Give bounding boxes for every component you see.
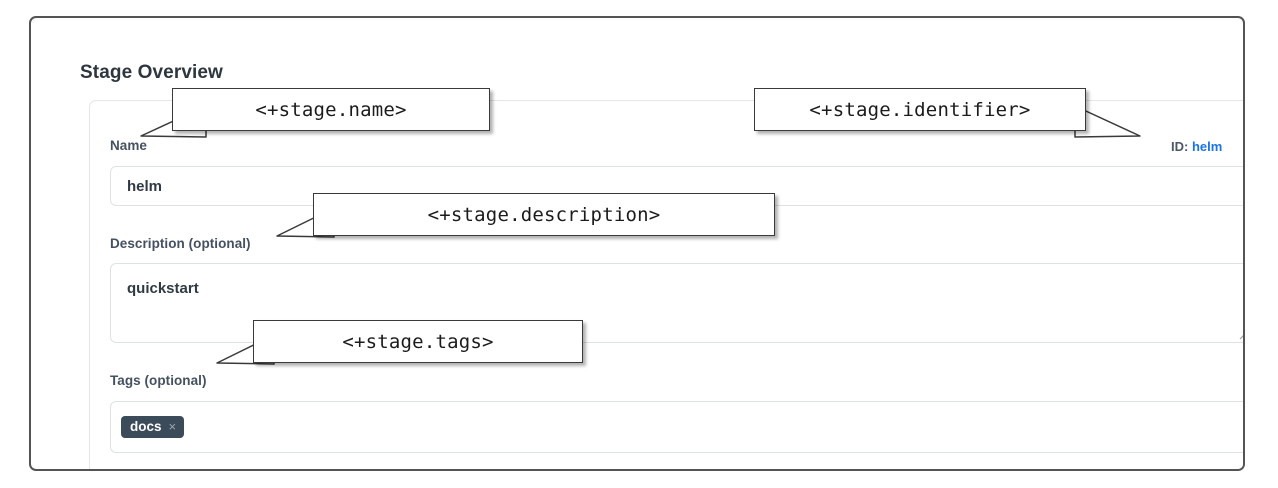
stage-identifier: ID: helm	[1171, 139, 1222, 154]
annotated-figure-frame: Stage Overview Name ID: helm Description…	[29, 16, 1245, 471]
identifier-prefix: ID:	[1171, 139, 1189, 154]
callout-stage-description-text: <+stage.description>	[427, 203, 661, 226]
callout-stage-name-text: <+stage.name>	[255, 98, 407, 121]
callout-stage-identifier-text: <+stage.identifier>	[809, 98, 1031, 121]
callout-stage-description: <+stage.description>	[313, 193, 775, 236]
callout-stage-name: <+stage.name>	[172, 88, 490, 131]
identifier-value[interactable]: helm	[1191, 139, 1223, 154]
tag-remove-icon[interactable]: ×	[168, 419, 177, 434]
description-field-label: Description (optional)	[110, 236, 251, 251]
page-title: Stage Overview	[80, 62, 223, 83]
tag-chip[interactable]: docs ×	[121, 415, 185, 439]
callout-stage-tags-text: <+stage.tags>	[342, 330, 494, 353]
tag-chip-label: docs	[130, 418, 162, 434]
callout-stage-identifier: <+stage.identifier>	[754, 88, 1086, 131]
tags-field-label: Tags (optional)	[110, 373, 207, 388]
tags-input[interactable]: docs ×	[110, 401, 1243, 453]
callout-stage-tags: <+stage.tags>	[253, 320, 583, 363]
name-field-label: Name	[110, 138, 147, 153]
